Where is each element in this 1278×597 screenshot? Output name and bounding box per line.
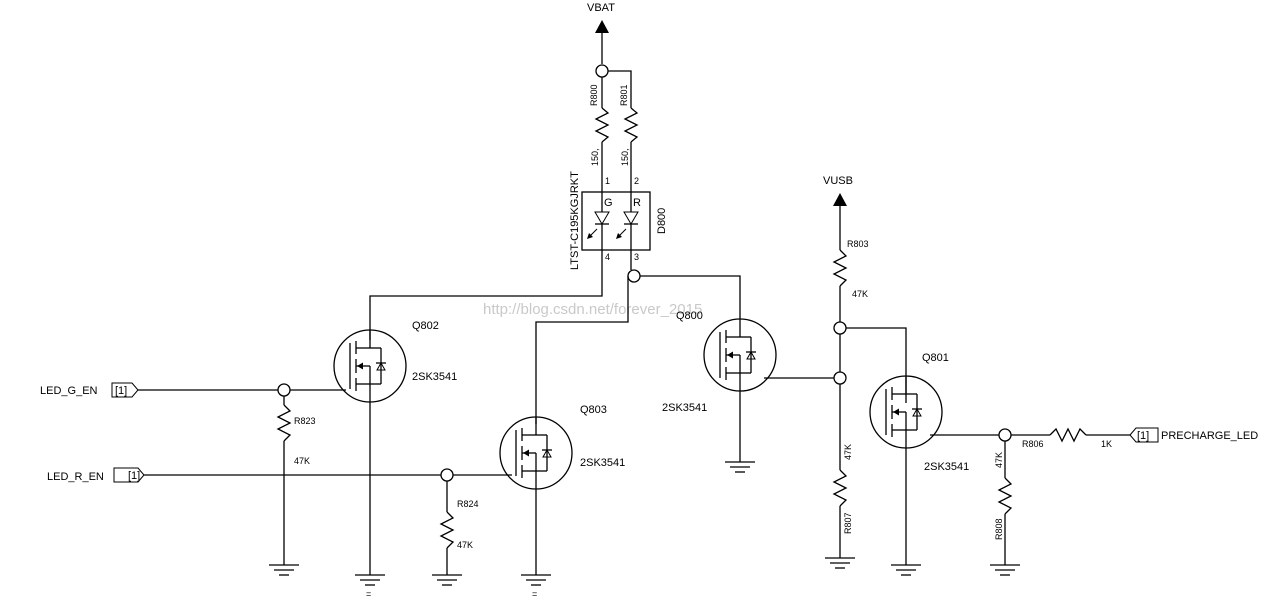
led-r-en-junction: [440, 468, 454, 482]
q802-part: 2SK3541: [412, 371, 457, 383]
resistor-r824: R824 47K: [439, 499, 479, 575]
r807-value: 47K: [843, 444, 853, 460]
r823-ground: [268, 564, 300, 576]
led-d800: 1 2 3 4 G R D800 LTST-C195KGJRKT: [569, 171, 668, 270]
d800-pin-2: 2: [634, 176, 639, 186]
r808-value: 47K: [994, 452, 1004, 468]
r824-ground: [431, 574, 463, 586]
resistor-r800: R800 150,: [589, 77, 610, 192]
vbat-supply: VBAT: [587, 2, 615, 64]
transistor-q803: Q803 2SK3541: [499, 404, 625, 575]
vbat-junction: [595, 64, 609, 78]
r806-value: 1K: [1101, 439, 1112, 449]
port-led-g-en: [1] LED_G_EN: [40, 382, 139, 398]
r824-ref: R824: [457, 499, 479, 509]
resistor-r823: R823 47K: [276, 404, 316, 565]
resistor-r808: 47K R808: [994, 452, 1013, 565]
r823-value: 47K: [294, 456, 310, 466]
led-g-en-tag: [1]: [115, 385, 127, 397]
d800-ref: D800: [656, 208, 668, 234]
q800-part: 2SK3541: [662, 402, 707, 414]
led-r-en-tag: [1]: [128, 470, 140, 482]
net-red-to-q800: [640, 275, 741, 319]
d800-part: LTST-C195KGJRKT: [569, 171, 581, 270]
port-precharge-led: [1] PRECHARGE_LED: [1129, 427, 1258, 443]
precharge-junction: [998, 428, 1012, 442]
q800-ref: Q800: [676, 310, 703, 322]
transistor-q800: Q800 2SK3541: [662, 310, 777, 462]
q802-ground: [354, 574, 386, 586]
red-cathode-junction: [627, 269, 641, 283]
q802-ref: Q802: [412, 320, 439, 332]
r801-ref: R801: [619, 84, 629, 106]
vbat-label: VBAT: [587, 2, 615, 14]
r801-value: 150,: [620, 148, 630, 166]
resistor-r807: 47K R807: [832, 444, 853, 558]
r808-ref: R808: [994, 518, 1004, 540]
r800-value: 150,: [590, 148, 600, 166]
watermark: http://blog.csdn.net/forever_2015: [483, 301, 702, 318]
led-r-en-label: LED_R_EN: [47, 471, 104, 483]
resistor-r806: R806 1K: [1022, 427, 1130, 449]
led-g-en-junction: [277, 383, 291, 397]
d800-pin-3: 3: [634, 252, 639, 262]
q803-ref: Q803: [580, 404, 607, 416]
port-led-r-en: [1] LED_R_EN: [47, 467, 145, 483]
r823-ref: R823: [294, 416, 316, 426]
resistor-r803: R803 47K: [832, 239, 869, 322]
r807-ground: [824, 557, 856, 569]
q801-part: 2SK3541: [924, 461, 969, 473]
r806-ref: R806: [1022, 439, 1044, 449]
d800-color-g: G: [604, 197, 613, 209]
led-g-en-label: LED_G_EN: [40, 385, 98, 397]
net-led-green-cathode: [369, 250, 603, 340]
net-red-to-q803: [535, 276, 629, 424]
vusb-label: VUSB: [823, 175, 853, 187]
transistor-q802: Q802 2SK3541: [333, 320, 457, 575]
vusb-junction: [833, 321, 847, 335]
r803-ref: R803: [847, 239, 869, 249]
precharge-led-tag: [1]: [1137, 430, 1149, 442]
r808-ground: [989, 564, 1021, 576]
q803-part: 2SK3541: [580, 457, 625, 469]
q800-ground: [724, 461, 756, 473]
q803-ground: [520, 574, 552, 586]
q800-gate-junction: [833, 371, 847, 385]
transistor-q801: Q801 2SK3541: [869, 352, 969, 565]
r807-ref: R807: [843, 512, 853, 534]
q801-ref: Q801: [922, 352, 949, 364]
vusb-supply: VUSB: [823, 175, 853, 250]
svg-text:=: =: [366, 589, 371, 597]
d800-color-r: R: [633, 197, 641, 209]
precharge-led-label: PRECHARGE_LED: [1161, 430, 1258, 442]
svg-text:=: =: [532, 589, 537, 597]
r824-value: 47K: [457, 540, 473, 550]
r803-value: 47K: [852, 289, 868, 299]
resistor-r801: R801 150,: [619, 84, 639, 192]
r800-ref: R800: [589, 84, 599, 106]
q801-ground: [890, 564, 922, 576]
d800-pin-4: 4: [605, 252, 610, 262]
d800-pin-1: 1: [605, 176, 610, 186]
